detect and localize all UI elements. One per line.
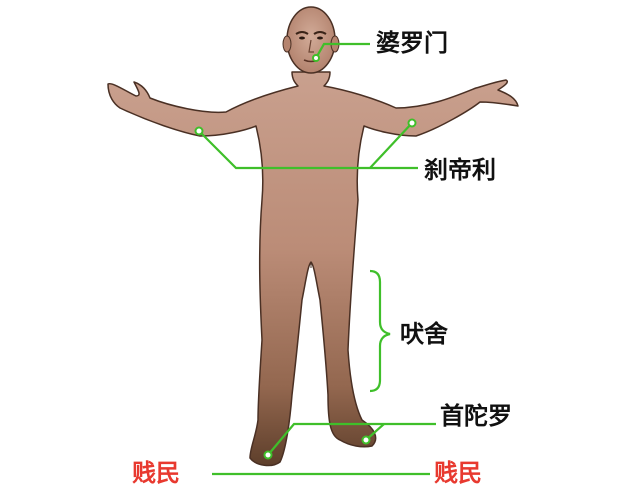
left-eye bbox=[299, 36, 305, 40]
connector-lines bbox=[198, 42, 436, 476]
connector-dots bbox=[194, 54, 417, 460]
kshatriya-right-connector bbox=[369, 122, 413, 169]
untouchable-left-label: 贱民 bbox=[132, 459, 180, 487]
untouchable-right-label: 贱民 bbox=[434, 459, 482, 487]
mouth-dot bbox=[312, 54, 320, 62]
left-foot-dot bbox=[263, 450, 273, 460]
brahmin-connector bbox=[315, 42, 370, 59]
left-arm-dot bbox=[194, 126, 204, 136]
right-arm-dot bbox=[407, 118, 417, 128]
right-foot-dot bbox=[361, 435, 371, 445]
vaishya-bracket bbox=[369, 269, 391, 393]
shudra-left-connector bbox=[267, 422, 436, 456]
kshatriya-left-connector bbox=[198, 130, 418, 170]
shudra-label: 首陀罗 bbox=[440, 402, 512, 430]
kshatriya-label: 刹帝利 bbox=[424, 156, 496, 184]
left-eyebrow bbox=[295, 31, 309, 35]
vaishya-label: 吠舍 bbox=[400, 320, 448, 348]
watermark-text: 头条 @晓涵哥来了 bbox=[488, 461, 622, 480]
left-ear bbox=[282, 35, 292, 53]
right-eye bbox=[317, 36, 323, 40]
brahmin-label: 婆罗门 bbox=[376, 29, 448, 57]
right-eyebrow bbox=[313, 31, 327, 35]
nose bbox=[308, 39, 314, 53]
